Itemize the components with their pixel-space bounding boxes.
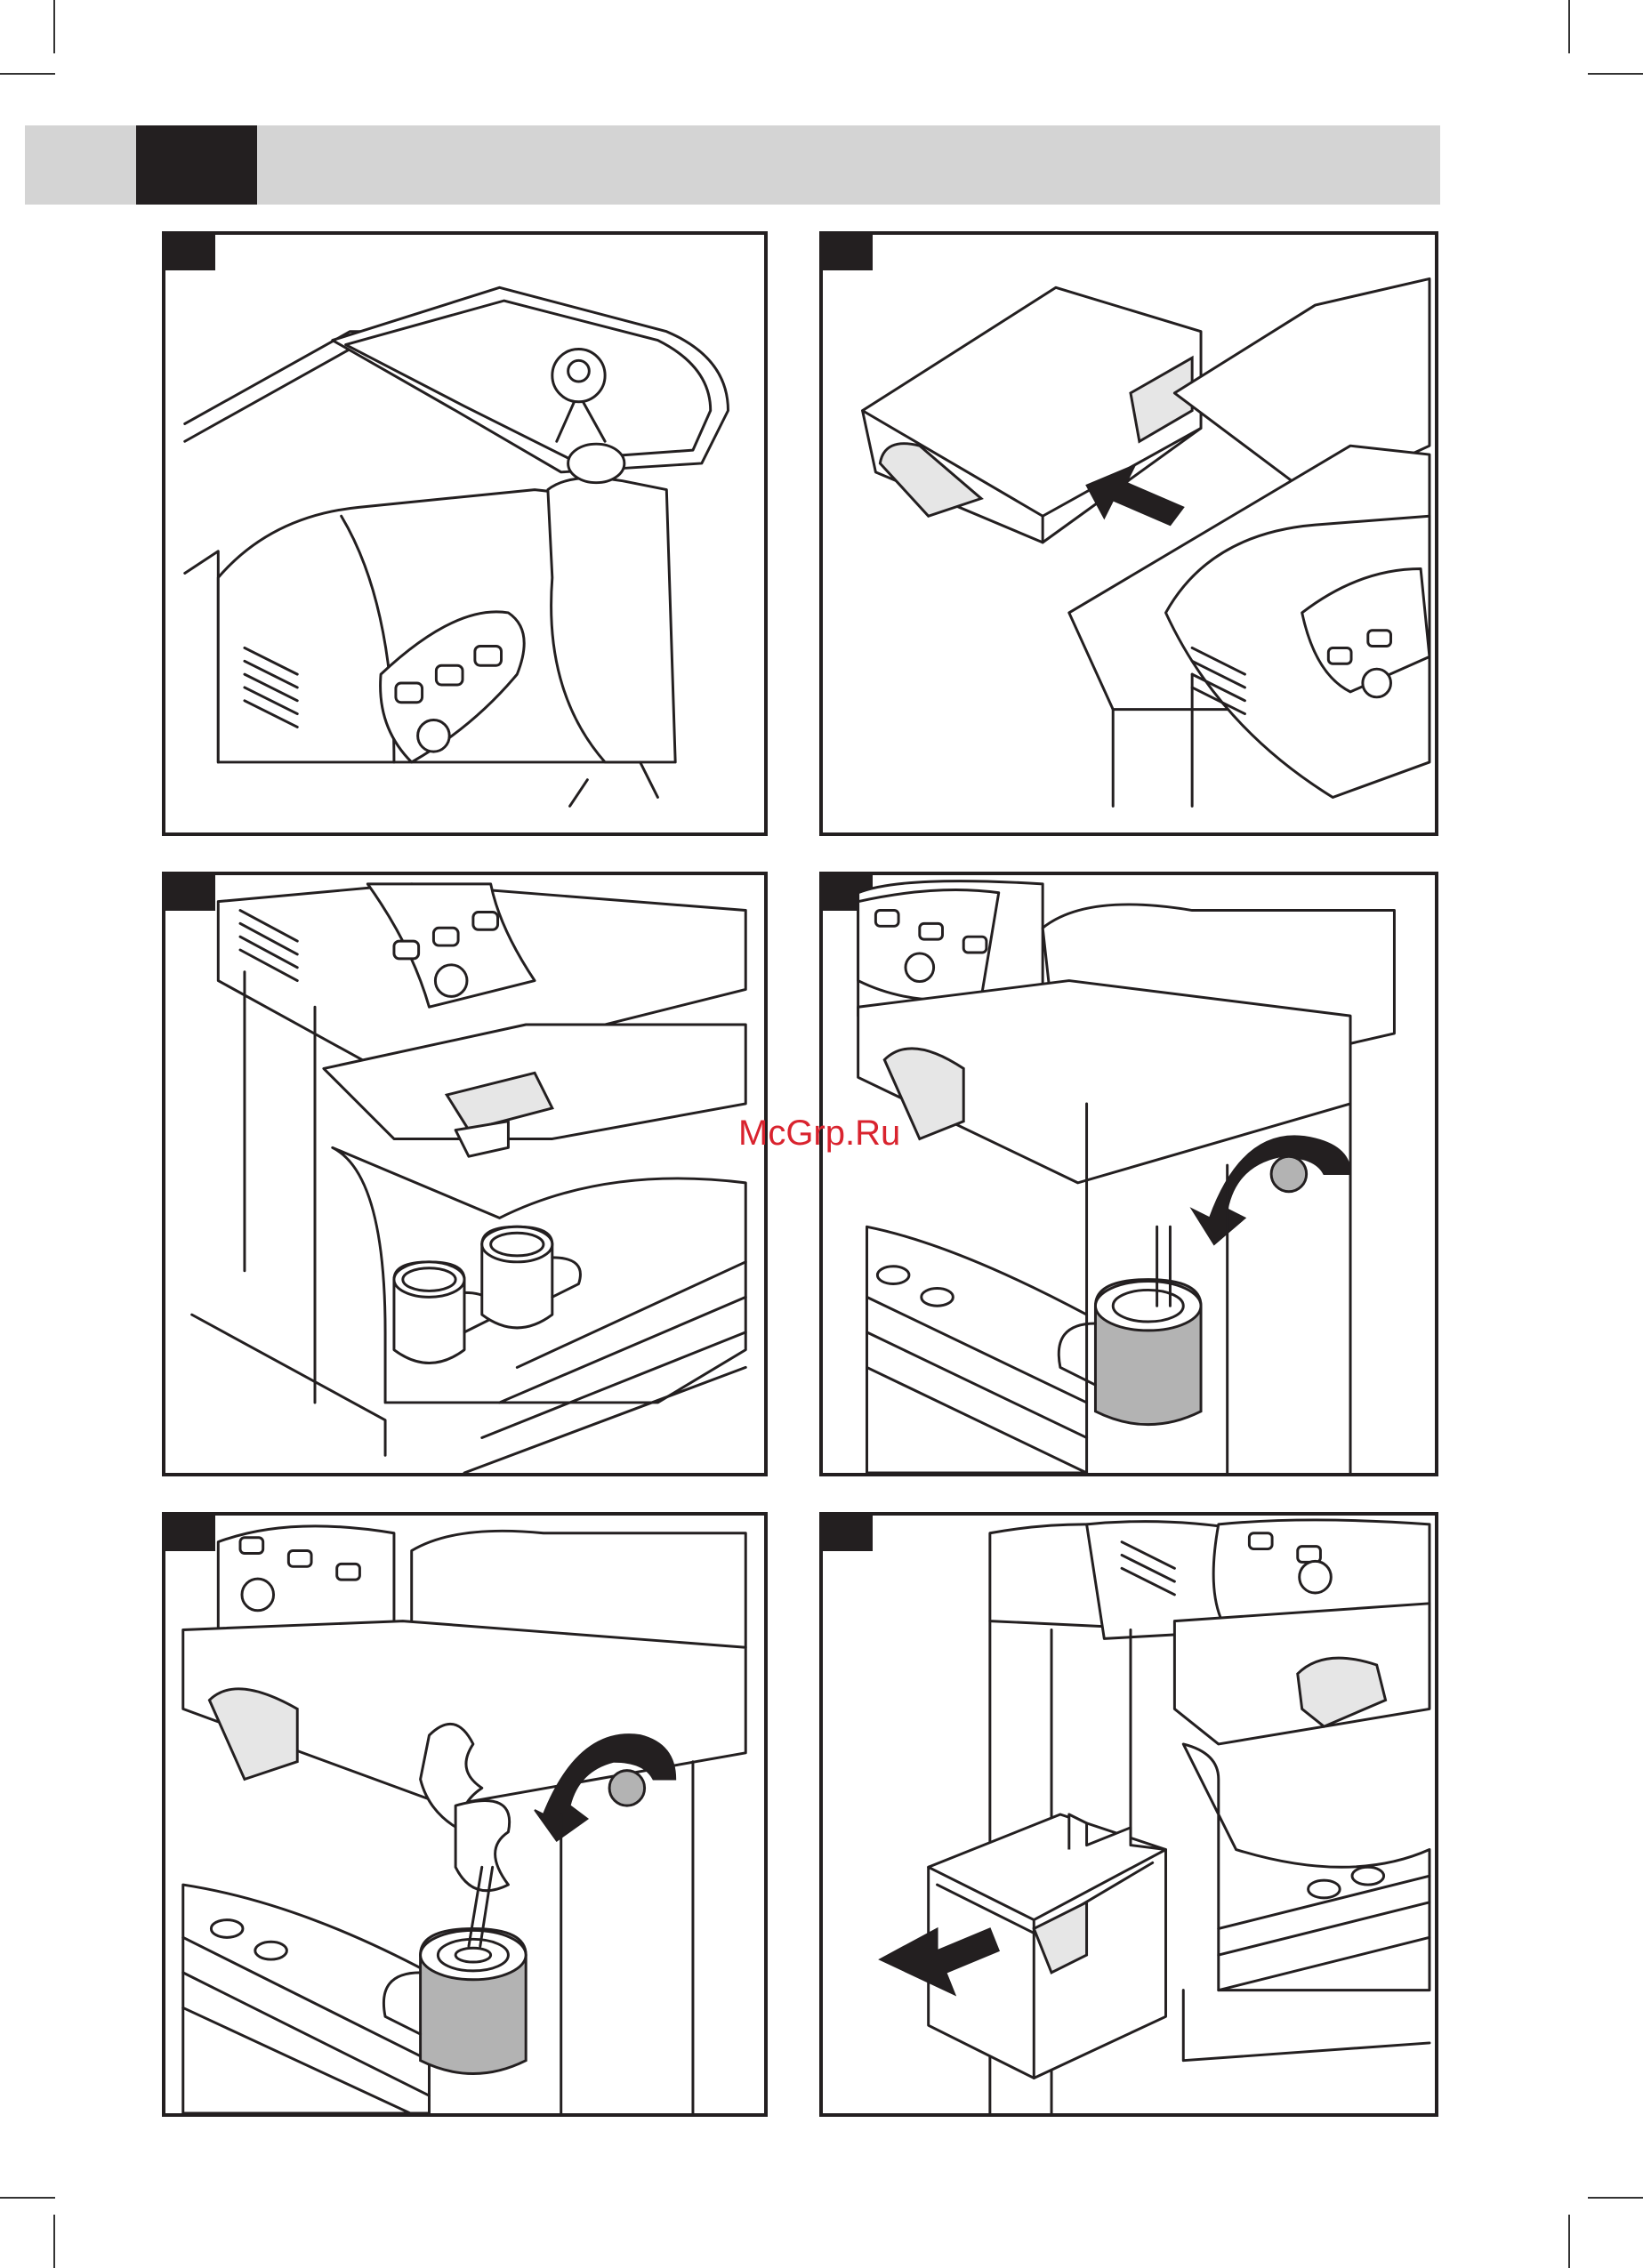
crop-mark [1588,73,1643,75]
insert-water-tank-arrow-icon [823,235,1435,832]
crop-mark [0,2197,55,2199]
crop-mark [53,0,55,53]
remove-grounds-drawer-icon [823,1516,1435,2113]
steam-knob-turn-icon [823,875,1435,1473]
crop-mark [1568,0,1570,53]
panel-2 [819,231,1438,836]
panel-1 [162,231,768,836]
crop-mark [0,73,55,75]
two-cups-under-dispenser-icon [165,875,764,1473]
steam-frothing-milk-icon [165,1516,764,2113]
crop-mark [53,2215,55,2268]
crop-mark [1588,2197,1643,2199]
panel-5 [162,1512,768,2117]
panel-3 [162,872,768,1476]
panel-4 [819,872,1438,1476]
watermark-text: McGrp.Ru [738,1114,900,1154]
header-section-block [136,125,257,205]
panel-6 [819,1512,1438,2117]
open-water-tank-lid-icon [165,235,764,832]
crop-mark [1568,2215,1570,2268]
